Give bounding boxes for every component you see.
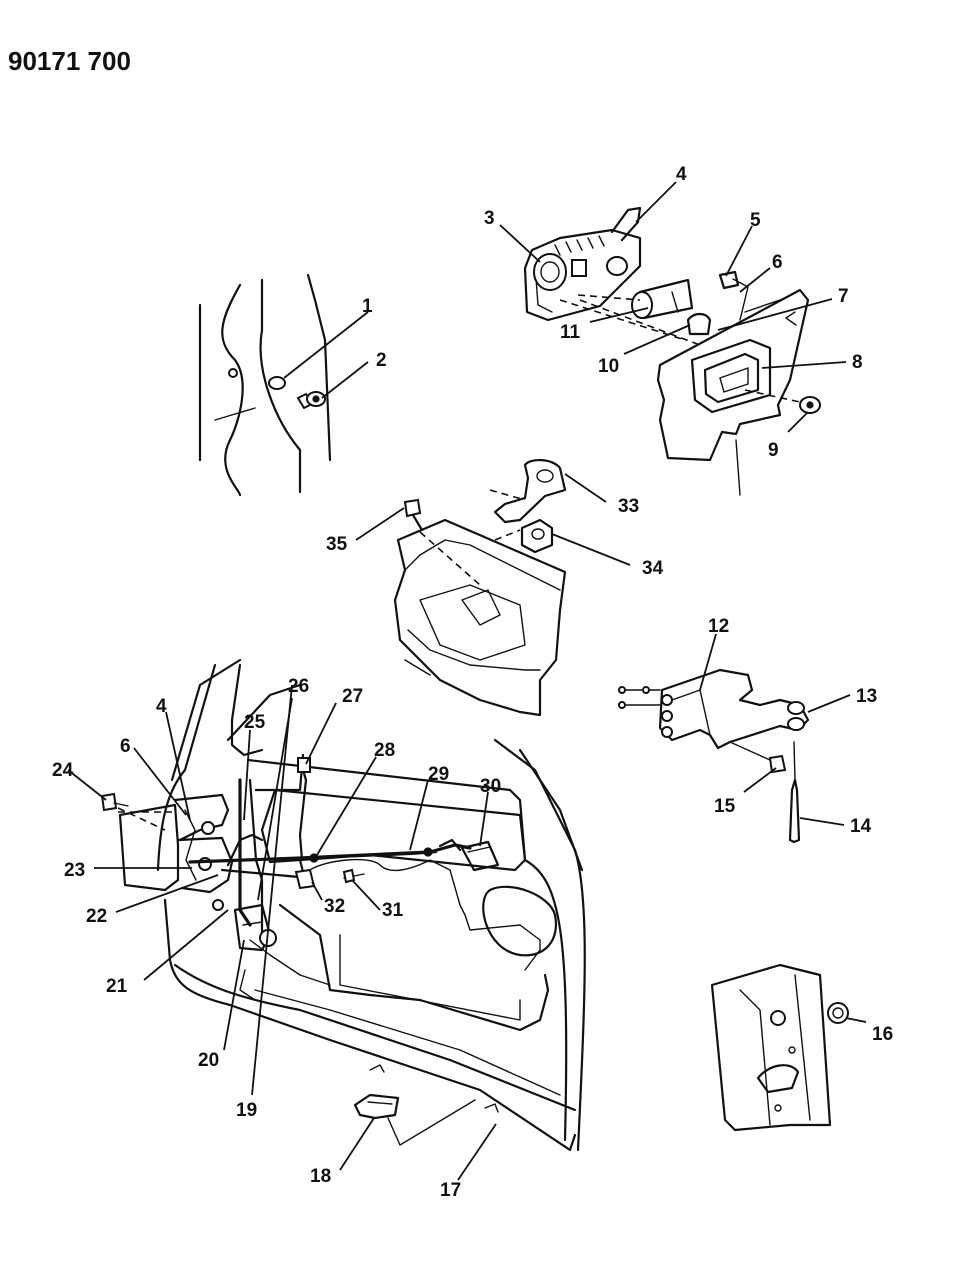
- callout-6-lower: 6: [120, 736, 131, 757]
- callout-3: 3: [484, 208, 495, 229]
- callout-11: 11: [560, 322, 581, 343]
- callout-34: 34: [642, 558, 664, 579]
- hinge-view: [618, 668, 810, 844]
- callout-33: 33: [618, 496, 639, 517]
- callout-30: 30: [480, 776, 501, 797]
- callout-labels: 1 2 3 4 5 6 7 8 9 10 11 12 13 14 15 16 1…: [52, 164, 893, 1201]
- striker-view: [710, 963, 849, 1132]
- callout-26: 26: [288, 676, 309, 697]
- callout-27: 27: [342, 686, 363, 707]
- callout-35: 35: [326, 534, 348, 555]
- callout-17: 17: [440, 1180, 461, 1201]
- callout-4: 4: [676, 164, 687, 185]
- callout-19: 19: [236, 1100, 257, 1121]
- figure-number: 90171 700: [8, 46, 131, 76]
- callout-24: 24: [52, 760, 74, 781]
- callout-32: 32: [324, 896, 345, 917]
- callout-1: 1: [362, 296, 373, 317]
- callout-18: 18: [310, 1166, 331, 1187]
- callout-25: 25: [244, 712, 266, 733]
- callout-20: 20: [198, 1050, 219, 1071]
- callout-21: 21: [106, 976, 128, 997]
- callout-7: 7: [838, 286, 849, 307]
- pillar-bumper-view: [198, 273, 332, 497]
- callout-15: 15: [714, 796, 736, 817]
- callout-10: 10: [598, 356, 619, 377]
- callout-6: 6: [772, 252, 783, 273]
- callout-28: 28: [374, 740, 395, 761]
- callout-16: 16: [872, 1024, 893, 1045]
- callout-31: 31: [382, 900, 404, 921]
- callout-4-lower: 4: [156, 696, 167, 717]
- callout-9: 9: [768, 440, 779, 461]
- callout-8: 8: [852, 352, 863, 373]
- inside-panel-view: [393, 459, 567, 717]
- callout-5: 5: [750, 210, 761, 231]
- callout-29: 29: [428, 764, 449, 785]
- callout-13: 13: [856, 686, 877, 707]
- leader-lines: [67, 181, 867, 1181]
- callout-23: 23: [64, 860, 85, 881]
- outside-handle-assembly: [523, 206, 821, 496]
- door-interior-view: [100, 658, 586, 1152]
- callout-12: 12: [708, 616, 729, 637]
- callout-14: 14: [850, 816, 872, 837]
- callout-22: 22: [86, 906, 107, 927]
- callout-2: 2: [376, 350, 387, 371]
